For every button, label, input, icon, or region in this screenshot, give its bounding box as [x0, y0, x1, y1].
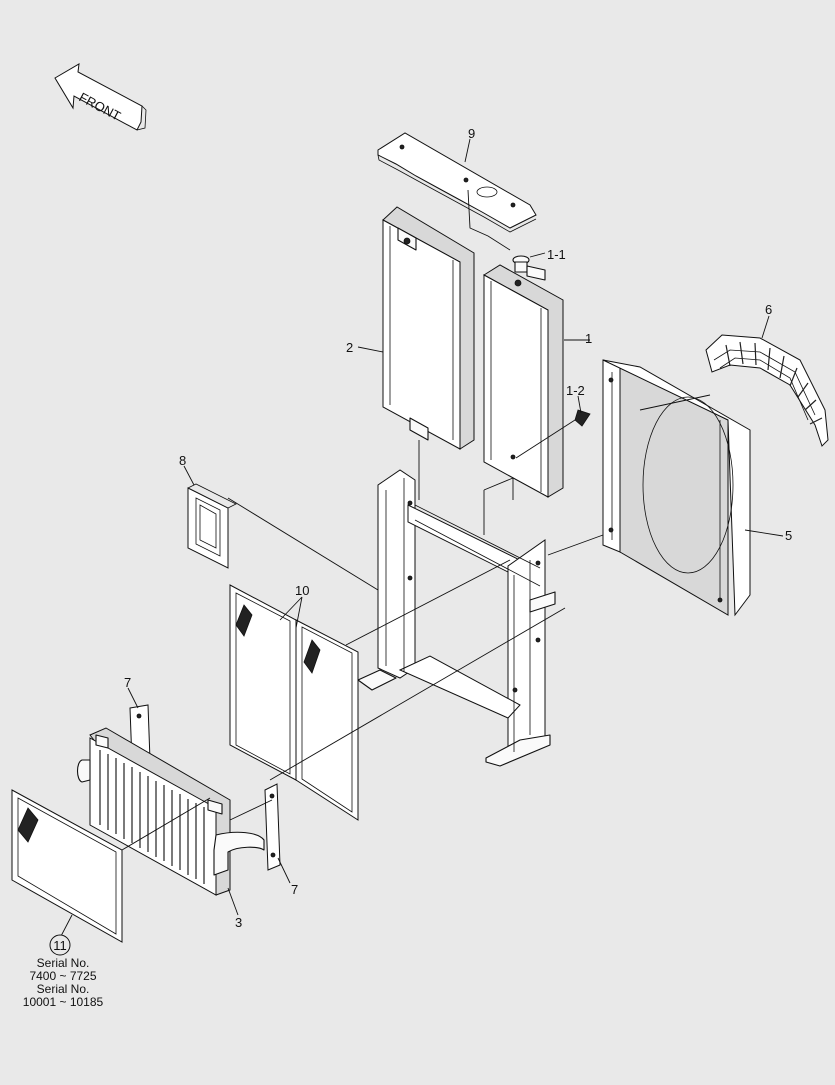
callout-7-upper: 7 [124, 675, 131, 690]
serial-line-4: 10001 ~ 10185 [23, 995, 104, 1009]
callout-3: 3 [235, 915, 242, 930]
callout-1-2: 1-2 [566, 383, 585, 398]
serial-line-2: 7400 ~ 7725 [29, 969, 96, 983]
callout-labels: 9 1-1 6 1 2 1-2 8 5 10 7 7 3 [124, 126, 792, 930]
part-10-screens [229, 584, 359, 821]
main-frame [357, 469, 556, 767]
part-1-2-plug [574, 409, 591, 427]
callout-11: 11 [53, 938, 67, 953]
part-2-core [382, 206, 475, 450]
serial-line-3: Serial No. [37, 982, 90, 996]
serial-line-1: Serial No. [37, 956, 90, 970]
part-6-fan-guard [705, 334, 829, 447]
part-9-bracket [377, 132, 537, 233]
part-7-brackets [129, 704, 281, 871]
part-3-aftercooler [76, 727, 265, 896]
part-11-screen [11, 789, 123, 943]
front-arrow: FRONT [54, 63, 147, 131]
callout-8: 8 [179, 453, 186, 468]
callout-1-1: 1-1 [547, 247, 566, 262]
callout-1: 1 [585, 331, 592, 346]
callout-6: 6 [765, 302, 772, 317]
callout-5: 5 [785, 528, 792, 543]
serial-note: 11 Serial No. 7400 ~ 7725 Serial No. 100… [23, 934, 104, 1009]
callout-9: 9 [468, 126, 475, 141]
part-1-1-cap [512, 255, 546, 281]
callout-10: 10 [295, 583, 309, 598]
callout-7-lower: 7 [291, 882, 298, 897]
part-5-shroud [602, 359, 751, 617]
part-8-cover [187, 483, 237, 569]
callout-2: 2 [346, 340, 353, 355]
part-1-cooler [483, 264, 564, 498]
